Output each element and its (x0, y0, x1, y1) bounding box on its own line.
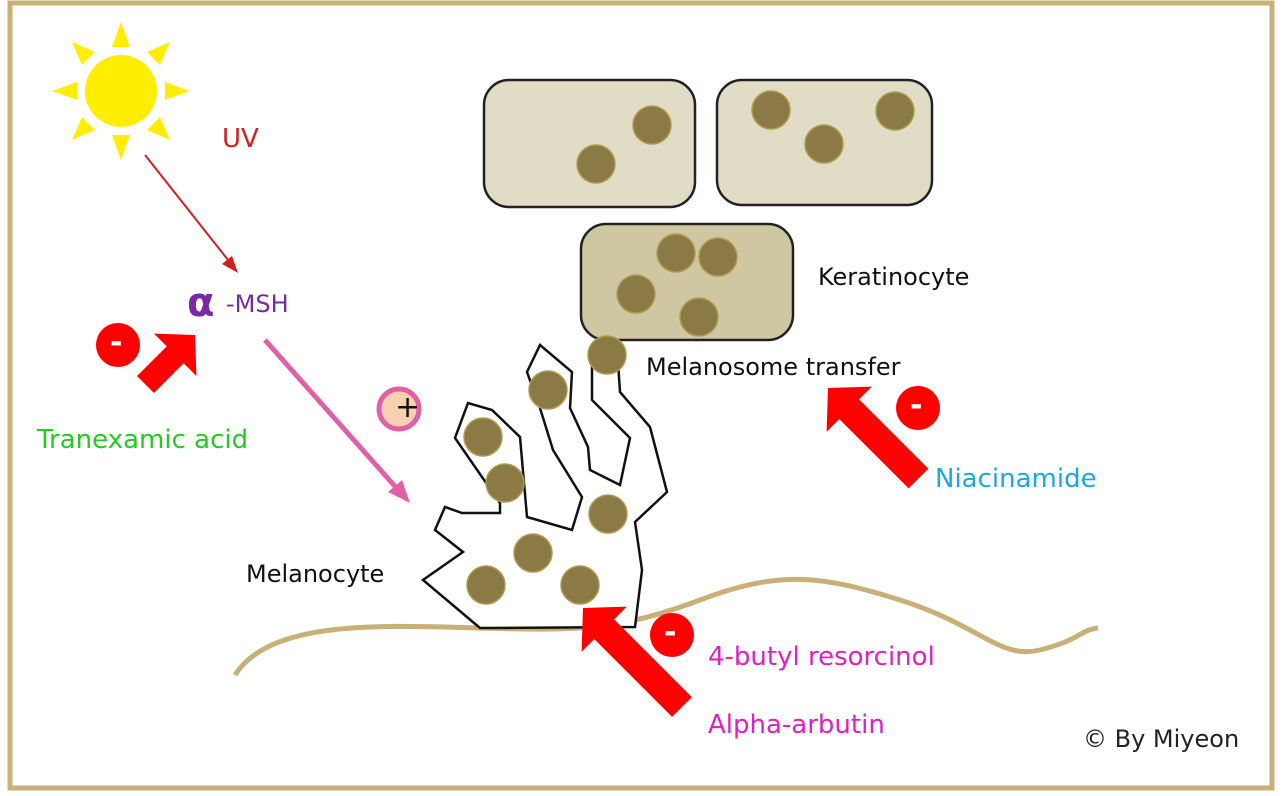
melanosome (528, 370, 568, 410)
melanosome (466, 565, 506, 605)
melanosome (576, 144, 616, 184)
arrow-tyrosinase (581, 606, 692, 717)
melanosome (632, 105, 672, 145)
melanosome-transfer-label: Melanosome transfer (646, 353, 901, 381)
plus-sign: + (395, 390, 421, 425)
sun-icon (52, 22, 190, 160)
melanosome (463, 417, 503, 457)
minus-badges (96, 323, 940, 657)
melanosome (804, 124, 844, 164)
basement-membrane (232, 576, 1099, 677)
melanosomes (463, 90, 915, 605)
copyright-label: © By Miyeon (1083, 725, 1240, 753)
melanosome (679, 297, 719, 337)
tranexamic-acid-label: Tranexamic acid (37, 425, 249, 455)
melanosome (875, 91, 915, 131)
arrow-tranexamic (137, 333, 197, 393)
minus-sign: - (664, 615, 677, 650)
alpha-arbutin-label: Alpha-arbutin (708, 710, 885, 740)
uv-arrow (144, 154, 233, 266)
melanocyte-cell (420, 343, 669, 630)
msh-label: -MSH (226, 290, 289, 318)
minus-sign: - (910, 388, 923, 423)
keratinocyte-label: Keratinocyte (818, 263, 970, 291)
melanosome (513, 533, 553, 573)
melanosome (587, 335, 627, 375)
melanosome (485, 463, 525, 503)
butyl-resorcinol-label: 4-butyl resorcinol (708, 642, 935, 672)
melanosome (751, 90, 791, 130)
melanosome (698, 237, 738, 277)
plus-badge (376, 386, 422, 432)
frame (7, 0, 1275, 791)
melanosome (588, 494, 628, 534)
melanosome (656, 233, 696, 273)
inhibitor-arrows (137, 333, 929, 717)
melanosome (560, 565, 600, 605)
melanocyte-label: Melanocyte (246, 560, 385, 588)
alpha-symbol: α (187, 280, 215, 326)
arrow-niacinamide (826, 386, 929, 489)
melanosome (616, 274, 656, 314)
uv-label: UV (222, 124, 259, 154)
msh-arrow (263, 338, 402, 494)
minus-sign: - (110, 325, 123, 360)
niacinamide-label: Niacinamide (935, 464, 1097, 494)
